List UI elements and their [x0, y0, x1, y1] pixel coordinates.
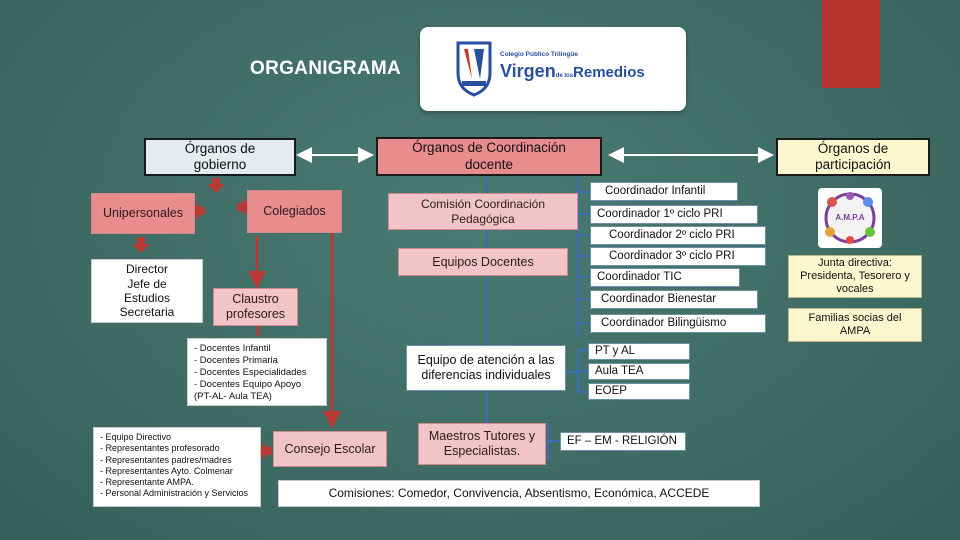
aula-tea-box: Aula TEA: [588, 363, 690, 380]
coordinador-bilinguismo: Coordinador Bilingüismo: [590, 314, 766, 333]
coordinador-3-ciclo: Coordinador 3º ciclo PRI: [590, 247, 766, 266]
ampa-emblem-icon: [824, 192, 876, 244]
eoep-box: EOEP: [588, 383, 690, 400]
school-crest-icon: [456, 41, 492, 97]
coordinador-1-ciclo: Coordinador 1º ciclo PRI: [590, 205, 758, 224]
pt-al-box: PT y AL: [588, 343, 690, 360]
coordinador-bienestar: Coordinador Bienestar: [590, 290, 758, 309]
ampa-logo-text: A.M.P.A: [835, 213, 865, 222]
atencion-diferencias-box: Equipo de atención a las diferencias ind…: [406, 345, 566, 391]
arrow-left-unipersonales: [190, 202, 205, 220]
colegiados-box: Colegiados: [247, 190, 342, 233]
ampa-logo: A.M.P.A: [818, 188, 882, 248]
claustro-list: - Docentes Infantil - Docentes Primaria …: [187, 338, 327, 406]
unipersonales-box: Unipersonales: [91, 193, 195, 234]
decorative-red-tab: [822, 0, 880, 88]
arrow-left-consejo: [257, 442, 272, 460]
unipersonales-list: Director Jefe de Estudios Secretaria: [91, 259, 203, 323]
comisiones-bar: Comisiones: Comedor, Convivencia, Absent…: [278, 480, 760, 507]
equipos-docentes-box: Equipos Docentes: [398, 248, 568, 276]
arrow-down-gobierno: [207, 178, 225, 193]
school-logo: Colegio Público Trilingüe Virgende losRe…: [420, 27, 686, 111]
arrow-right-colegiados: [237, 198, 252, 216]
header-organos-participacion: Órganos de participación: [776, 138, 930, 176]
ccp-box: Comisión Coordinación Pedagógica: [388, 193, 578, 230]
especialidades-box: EF – EM - RELIGIÓN: [560, 432, 686, 451]
coordinador-infantil: Coordinador Infantil: [590, 182, 738, 201]
claustro-box: Claustro profesores: [213, 288, 298, 326]
junta-directiva-box: Junta directiva: Presidenta, Tesorero y …: [788, 255, 922, 298]
page-title: ORGANIGRAMA: [250, 58, 402, 79]
consejo-escolar-list: - Equipo Directivo - Representantes prof…: [93, 427, 261, 507]
header-organos-gobierno: Órganos de gobierno: [144, 138, 296, 176]
coordinador-2-ciclo: Coordinador 2º ciclo PRI: [590, 226, 766, 245]
coordinador-tic: Coordinador TIC: [590, 268, 740, 287]
consejo-escolar-box: Consejo Escolar: [273, 431, 387, 467]
arrow-down-unipersonales: [132, 237, 150, 253]
familias-socias-box: Familias socias del AMPA: [788, 308, 922, 342]
tutores-especialistas-box: Maestros Tutores y Especialistas.: [418, 423, 546, 465]
header-organos-coordinacion: Órganos de Coordinación docente: [376, 137, 602, 176]
logo-subtitle: Colegio Público Trilingüe: [500, 51, 579, 58]
logo-name: Virgende losRemedios: [500, 61, 645, 81]
